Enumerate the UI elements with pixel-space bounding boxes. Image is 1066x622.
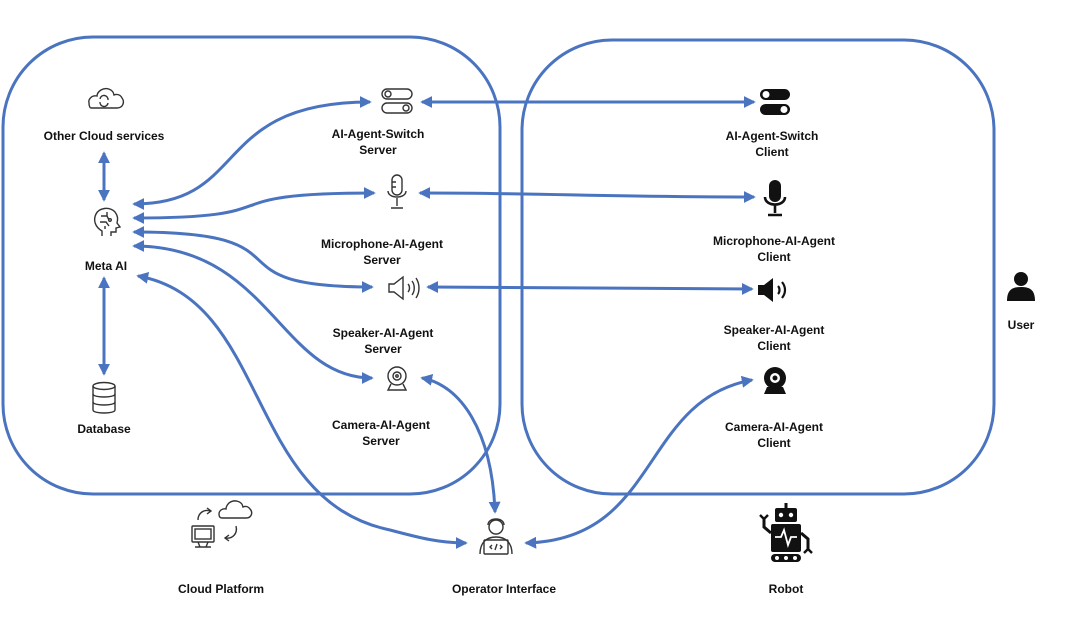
label-operator-interface: Operator Interface [451, 582, 557, 596]
label-speaker-client: Speaker-AI-Agent Client [724, 322, 825, 354]
edges [98, 96, 756, 549]
speaker-outline-icon [388, 275, 420, 301]
microphone-outline-icon [387, 174, 407, 209]
robot-icon [759, 503, 813, 562]
label-mic-client-line1: Microphone-AI-Agent [713, 234, 835, 248]
label-robot: Robot [768, 582, 804, 596]
edge-speaker-server-client [426, 281, 754, 295]
label-meta-ai: Meta AI [84, 259, 128, 273]
label-switch-server: AI-Agent-Switch Server [332, 126, 425, 158]
webcam-outline-icon [386, 366, 408, 391]
toggle-switch-outline-icon [381, 88, 413, 114]
speaker-filled-icon [758, 278, 787, 302]
label-camera-client-line2: Client [757, 436, 791, 450]
ai-brain-icon [93, 207, 122, 236]
label-mic-client: Microphone-AI-Agent Client [713, 233, 835, 265]
label-speaker-server-line2: Server [364, 342, 402, 356]
edge-metaai-micserver [132, 187, 376, 224]
robot-region [520, 38, 996, 496]
label-switch-client: AI-Agent-Switch Client [726, 128, 819, 160]
webcam-filled-icon [764, 367, 786, 394]
label-user: User [1007, 318, 1035, 332]
operator-icon [479, 518, 513, 555]
label-switch-server-line2: Server [359, 143, 397, 157]
edge-mic-server-client [418, 187, 756, 203]
label-speaker-server: Speaker-AI-Agent Server [333, 325, 434, 357]
user-icon [1007, 272, 1035, 301]
database-icon [92, 381, 116, 414]
edge-metaai-operator [136, 271, 468, 549]
label-mic-server-line1: Microphone-AI-Agent [321, 237, 443, 251]
label-speaker-client-line2: Client [757, 339, 791, 353]
label-speaker-client-line1: Speaker-AI-Agent [723, 323, 825, 337]
label-mic-client-line2: Client [757, 250, 791, 264]
label-speaker-server-line1: Speaker-AI-Agent [332, 326, 434, 340]
label-mic-server: Microphone-AI-Agent Server [321, 236, 443, 268]
toggle-switch-filled-icon [760, 89, 790, 115]
label-switch-client-line2: Client [755, 145, 789, 159]
cloud-sync-icon [88, 87, 125, 109]
cloud-platform-icon [191, 500, 253, 548]
label-camera-client-line1: Camera-AI-Agent [724, 420, 824, 434]
label-other-cloud-services: Other Cloud services [43, 129, 165, 143]
edge-cameraserver-operator [420, 373, 501, 514]
label-switch-client-line1: AI-Agent-Switch [725, 129, 819, 143]
label-camera-server: Camera-AI-Agent Server [332, 417, 430, 449]
label-camera-server-line1: Camera-AI-Agent [331, 418, 431, 432]
label-mic-server-line2: Server [363, 253, 401, 267]
label-camera-client: Camera-AI-Agent Client [725, 419, 823, 451]
label-camera-server-line2: Server [362, 434, 400, 448]
label-database: Database [77, 422, 131, 436]
label-switch-server-line1: AI-Agent-Switch [331, 127, 425, 141]
microphone-filled-icon [763, 180, 787, 217]
edge-cameraclient-operator [524, 375, 754, 549]
label-cloud-platform: Cloud Platform [178, 582, 264, 596]
